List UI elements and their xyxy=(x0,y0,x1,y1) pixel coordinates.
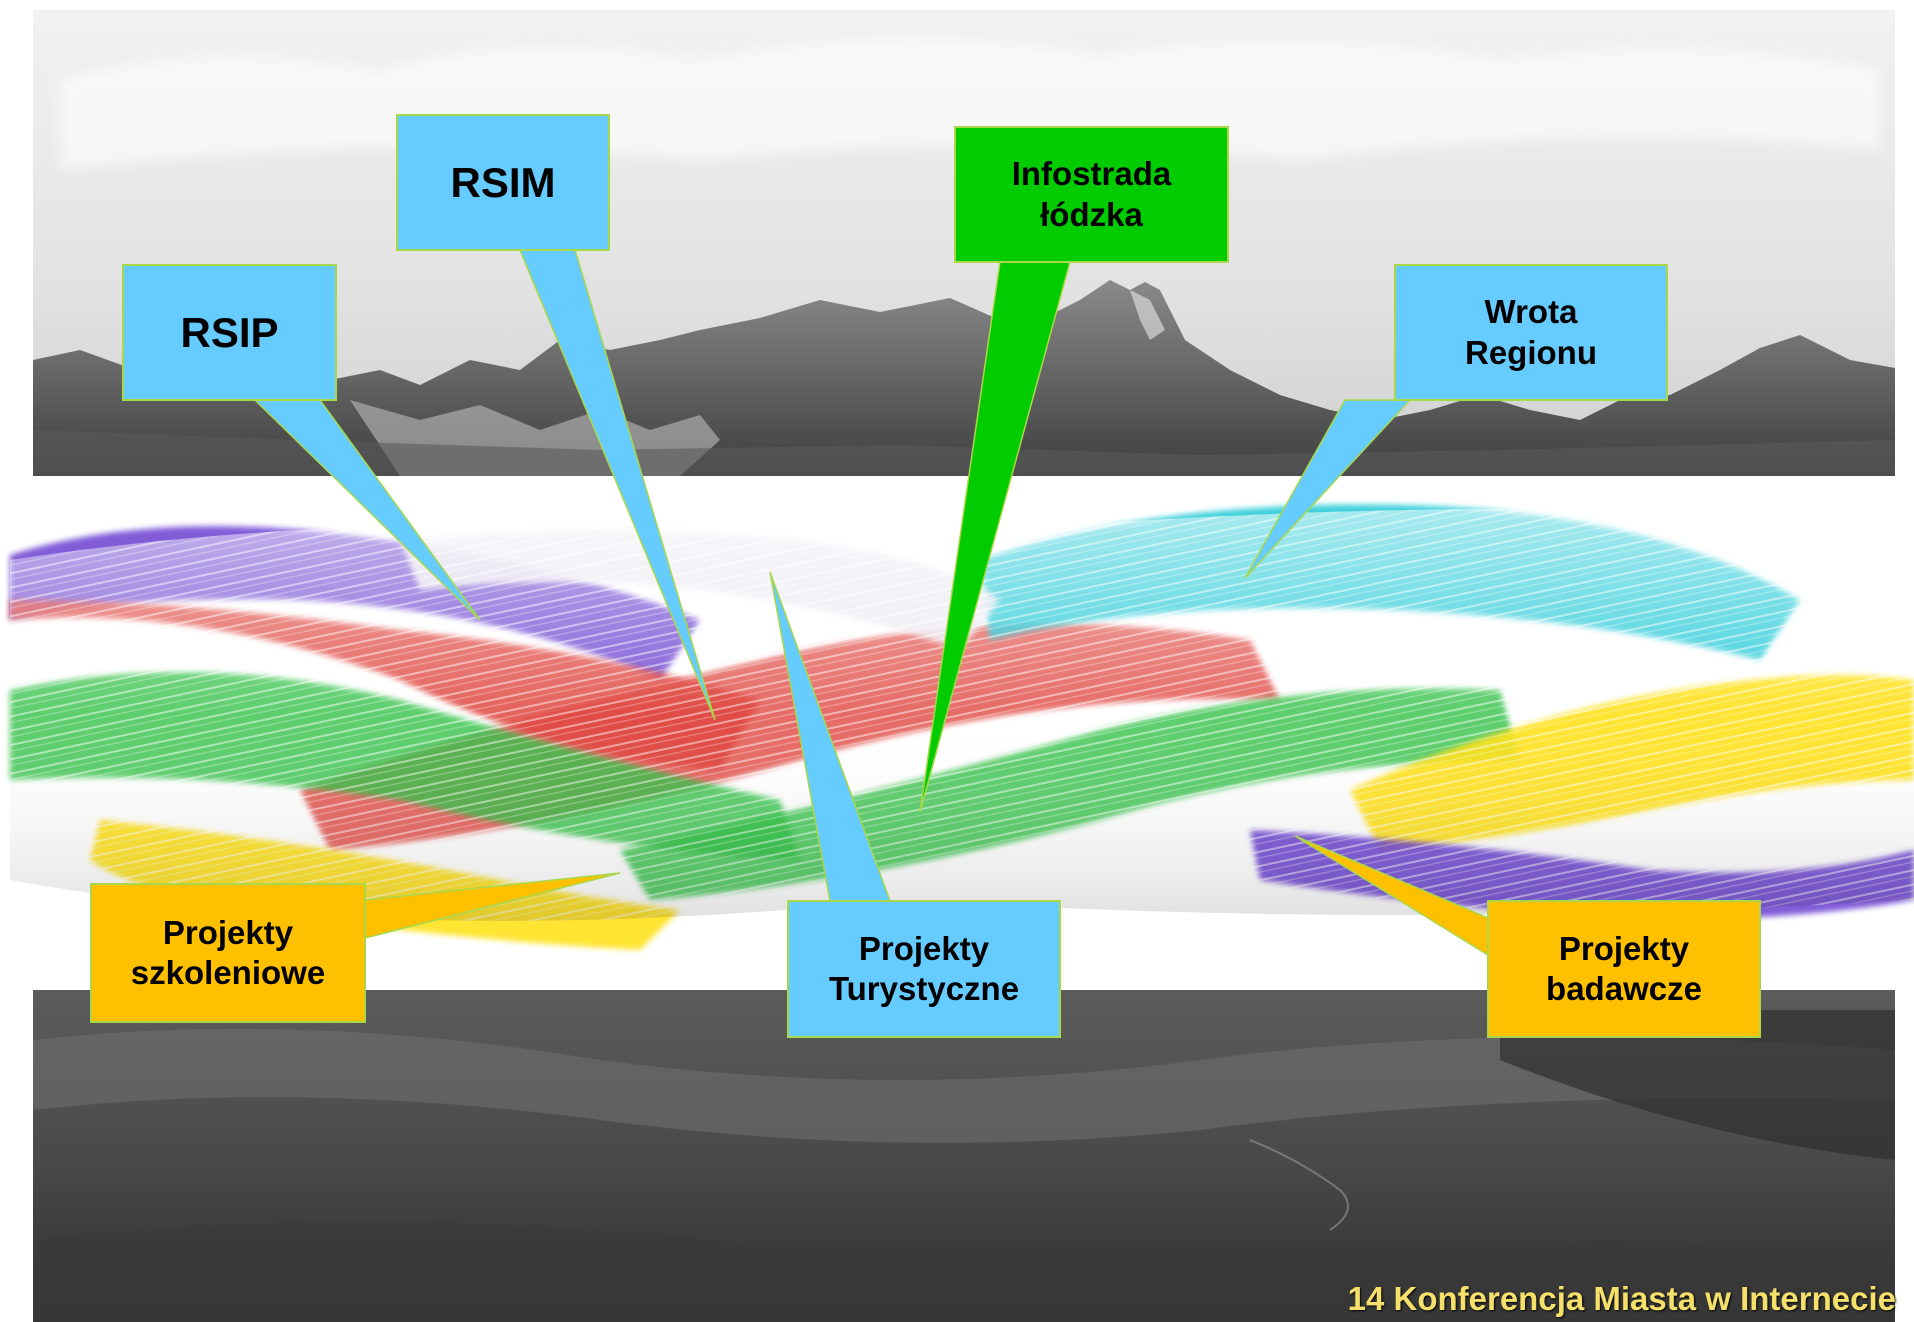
callout-boxes xyxy=(90,114,1761,1038)
footer-caption: 14 Konferencja Miasta w Internecie xyxy=(1347,1280,1896,1317)
mountain-valley-bottom xyxy=(33,990,1895,1322)
callout-rsip: RSIP xyxy=(180,308,279,356)
callout-wrota-regionu: Wrota Regionu xyxy=(1465,293,1597,371)
callout-box-szkoleniowe xyxy=(90,883,366,1023)
callout-projekty-szkoleniowe: Projekty szkoleniowe xyxy=(130,913,326,991)
mountain-panorama-top xyxy=(33,10,1895,476)
rope-illustration xyxy=(10,504,1914,950)
callout-box-badawcze xyxy=(1487,900,1761,1038)
callout-infostrada: Infostrada łódzka xyxy=(1011,155,1172,233)
callout-projekty-turystyczne: Projekty Turystyczne xyxy=(828,929,1020,1007)
callout-projekty-badawcze: Projekty badawcze xyxy=(1546,929,1702,1007)
pointer-wrota xyxy=(1244,399,1412,579)
callout-pointers xyxy=(253,249,1489,957)
callout-box-infostrada xyxy=(954,126,1229,263)
rope-shading xyxy=(10,508,1914,921)
callout-box-rsip xyxy=(122,264,337,401)
callout-box-wrota xyxy=(1394,264,1668,401)
callout-box-rsim xyxy=(396,114,610,251)
callout-box-turystyczne xyxy=(787,900,1061,1038)
callout-rsim: RSIM xyxy=(450,158,556,206)
